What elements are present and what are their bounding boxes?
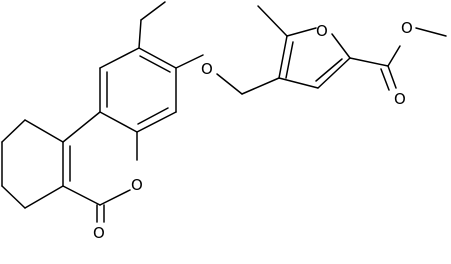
bond-methoxy-o-ch3 (415, 27, 447, 37)
bond-c5-ester-c (349, 57, 389, 67)
bond-ar-c1-c2 (99, 47, 140, 69)
bond-ethyl-ch3 (140, 1, 166, 21)
atom-labels: O O O O O O (93, 19, 413, 242)
bond-furan-c5-c4-inner (315, 58, 343, 82)
bond-ether-o-ch2 (216, 73, 243, 95)
bond-c6-c6a (62, 185, 101, 206)
bond-ar-c4-c4a-inner (137, 107, 169, 125)
atom-label-ether-o: O (201, 60, 213, 78)
bond-c10-c9 (1, 119, 26, 143)
bond-furan-o-c5 (331, 33, 351, 59)
bond-c3-ether-o (175, 54, 204, 69)
bond-ar-c4-c4a (136, 111, 177, 133)
bond-ring-o-c6 (99, 189, 131, 206)
bond-furan-c2-o (286, 27, 317, 37)
bonds (1, 1, 447, 223)
bond-ester-c-o-methoxy (387, 45, 401, 67)
bond-furan-c3-c2-inner (285, 41, 294, 79)
bond-ester-c-carbonyl-1 (387, 65, 397, 89)
bond-ch2-furan-c3 (241, 77, 280, 95)
bond-c7-c6a (24, 185, 64, 209)
bond-furan-c3-c2 (278, 35, 288, 79)
bond-c10a-c10b (62, 111, 101, 143)
bond-furan-c5-c4 (317, 57, 351, 89)
atom-label-ester-carbonyl-o: O (394, 90, 406, 108)
atom-label-lactone-carbonyl-o: O (93, 224, 105, 242)
bond-c8-c7 (1, 185, 26, 209)
atom-label-lactone-ring-o: O (131, 176, 143, 194)
bond-furan-methyl (257, 5, 288, 37)
bond-ester-c-carbonyl-2 (380, 68, 390, 91)
bond-ar-c4a-c10b (99, 111, 138, 133)
atom-label-ester-methoxy-o: O (401, 19, 413, 37)
bond-c10a-c10 (24, 119, 64, 143)
bond-ethyl-ch2 (138, 19, 142, 49)
atom-label-furan-o: O (316, 22, 328, 40)
bond-ar-c2-c3 (138, 47, 177, 69)
bond-ar-c2-c3-inner (139, 55, 171, 73)
bond-furan-c4-c3 (278, 77, 319, 89)
